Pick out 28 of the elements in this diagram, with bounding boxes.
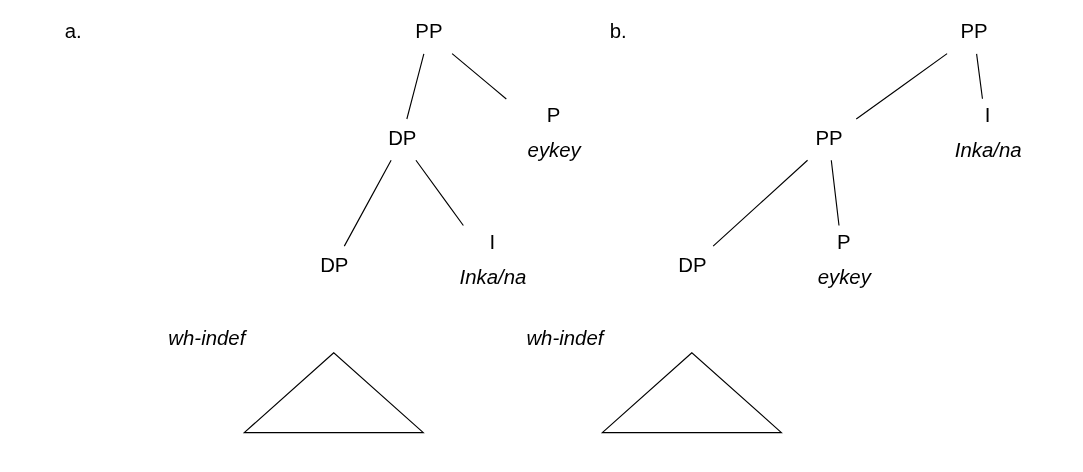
label: b.	[609, 20, 627, 43]
node-text: DP	[677, 253, 707, 276]
connector	[855, 53, 948, 120]
node-text: PP	[959, 20, 988, 43]
connector	[975, 53, 983, 100]
connector	[343, 159, 392, 247]
connector	[712, 159, 808, 247]
node-text: DP	[319, 253, 348, 276]
node-label: wh-indef	[167, 327, 245, 350]
node-triangle	[600, 351, 783, 434]
node-text: DP	[387, 126, 416, 149]
node-label: Inka/na	[459, 266, 526, 289]
connector	[451, 53, 507, 100]
node-text: P	[836, 230, 851, 253]
node-triangle	[242, 351, 425, 434]
node-text: I	[489, 230, 495, 253]
node-text: PP	[414, 20, 443, 43]
node-text: PP	[814, 126, 843, 149]
node-text: P	[546, 104, 560, 126]
node-text: I	[984, 104, 990, 126]
node-label: eykey	[817, 266, 871, 289]
connector	[414, 159, 464, 227]
connector	[405, 53, 424, 120]
node-label: Inka/na	[954, 139, 1022, 162]
node-label: wh-indef	[525, 327, 603, 350]
node-label: eykey	[527, 139, 581, 162]
label: a.	[64, 20, 82, 43]
connector	[830, 159, 840, 227]
